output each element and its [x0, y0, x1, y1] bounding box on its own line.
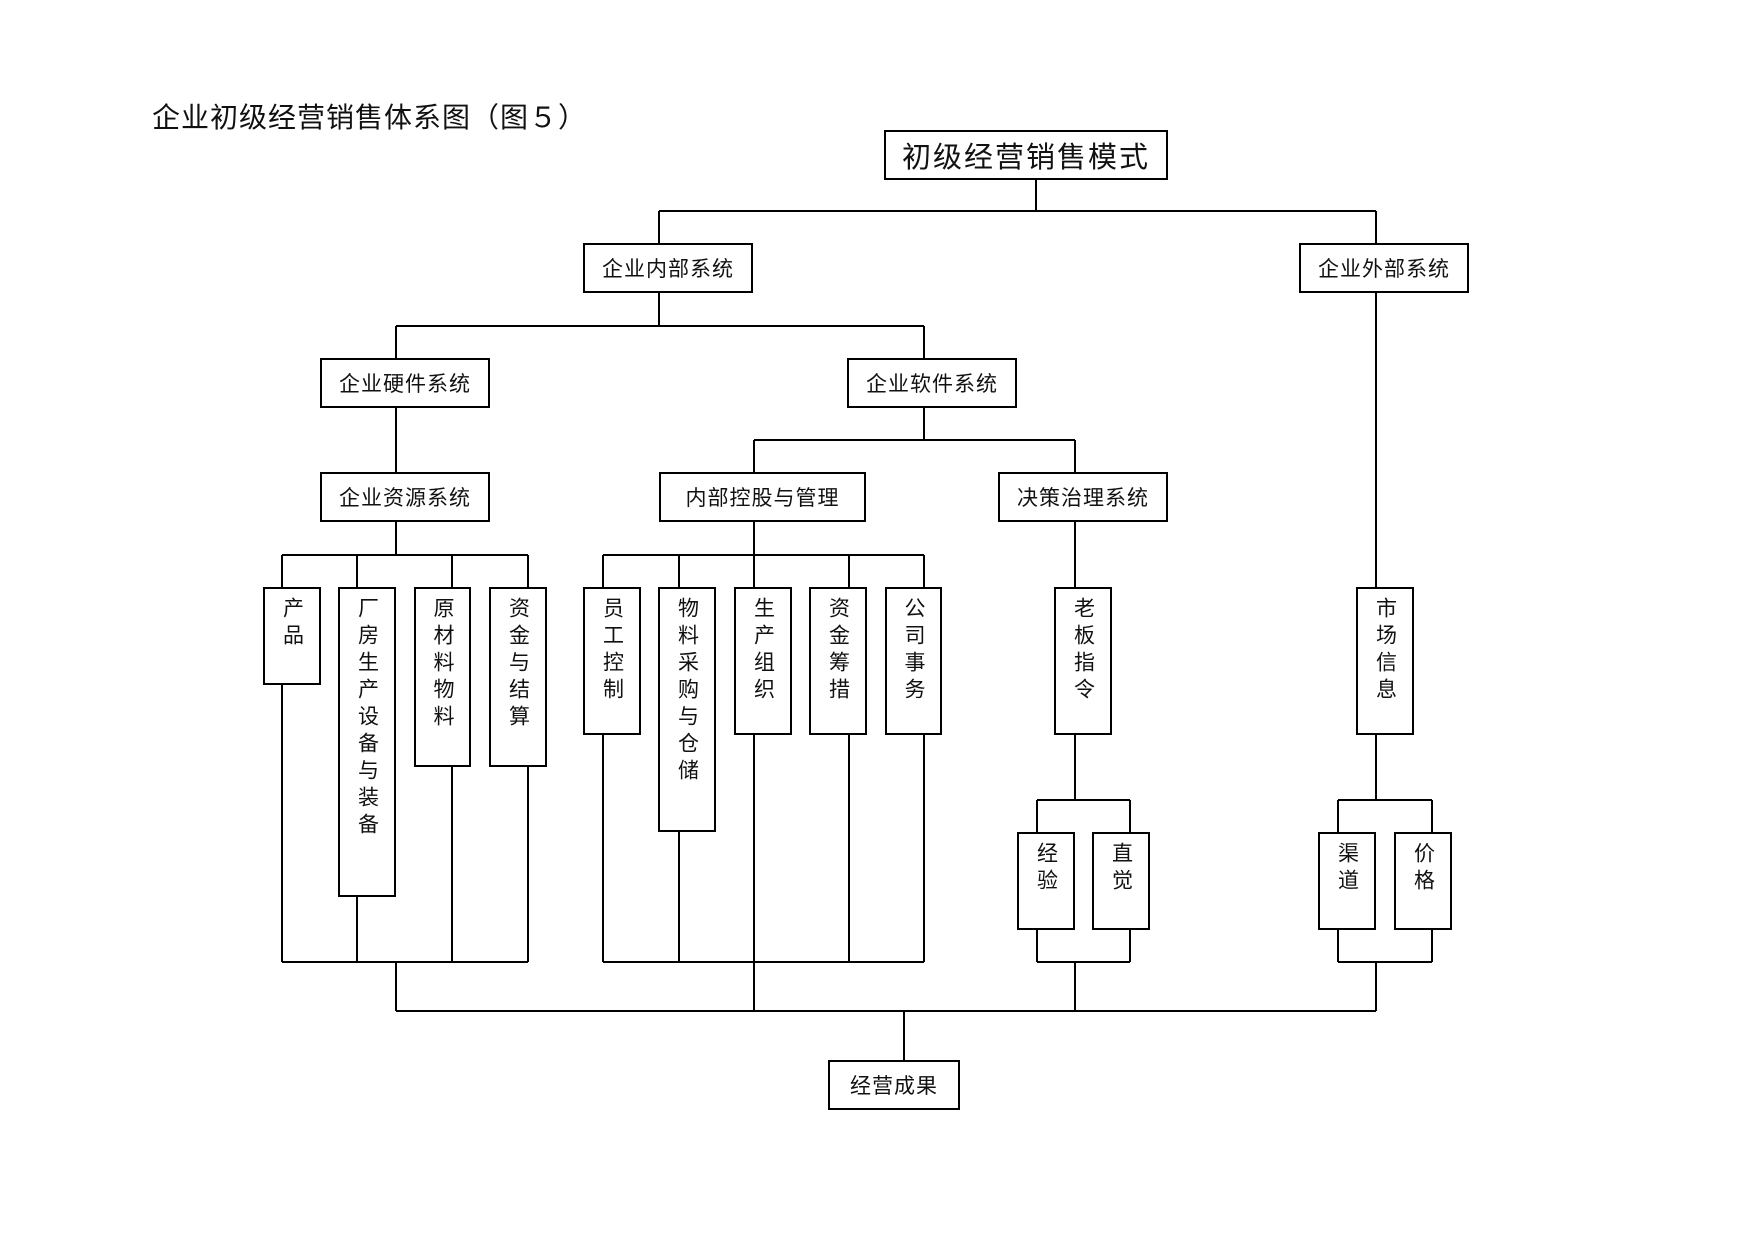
- node-software-system: 企业软件系统: [847, 358, 1017, 408]
- node-price: 价格: [1394, 832, 1452, 930]
- node-raw-material: 原材料物料: [414, 587, 471, 767]
- node-boss-directive: 老板指令: [1054, 587, 1112, 735]
- node-funds-settlement: 资金与结算: [489, 587, 547, 767]
- node-company-affairs: 公司事务: [885, 587, 942, 735]
- node-internal-control: 内部控股与管理: [659, 472, 866, 522]
- node-internal-system: 企业内部系统: [583, 243, 753, 293]
- node-experience: 经验: [1017, 832, 1075, 930]
- node-market-info: 市场信息: [1356, 587, 1414, 735]
- node-resource-system: 企业资源系统: [320, 472, 490, 522]
- node-hardware-system: 企业硬件系统: [320, 358, 490, 408]
- node-business-result: 经营成果: [828, 1060, 960, 1110]
- node-root: 初级经营销售模式: [884, 130, 1168, 180]
- figure-title: 企业初级经营销售体系图（图５）: [152, 101, 588, 134]
- node-decision-system: 决策治理系统: [998, 472, 1168, 522]
- node-staff-control: 员工控制: [583, 587, 641, 735]
- node-channel: 渠道: [1318, 832, 1376, 930]
- node-production-org: 生产组织: [734, 587, 792, 735]
- node-funds-raising: 资金筹措: [809, 587, 867, 735]
- node-purchase-storage: 物料采购与仓储: [658, 587, 716, 832]
- node-product: 产品: [263, 587, 321, 685]
- node-plant-equipment: 厂房生产设备与装备: [338, 587, 396, 897]
- node-external-system: 企业外部系统: [1299, 243, 1469, 293]
- node-intuition: 直觉: [1092, 832, 1150, 930]
